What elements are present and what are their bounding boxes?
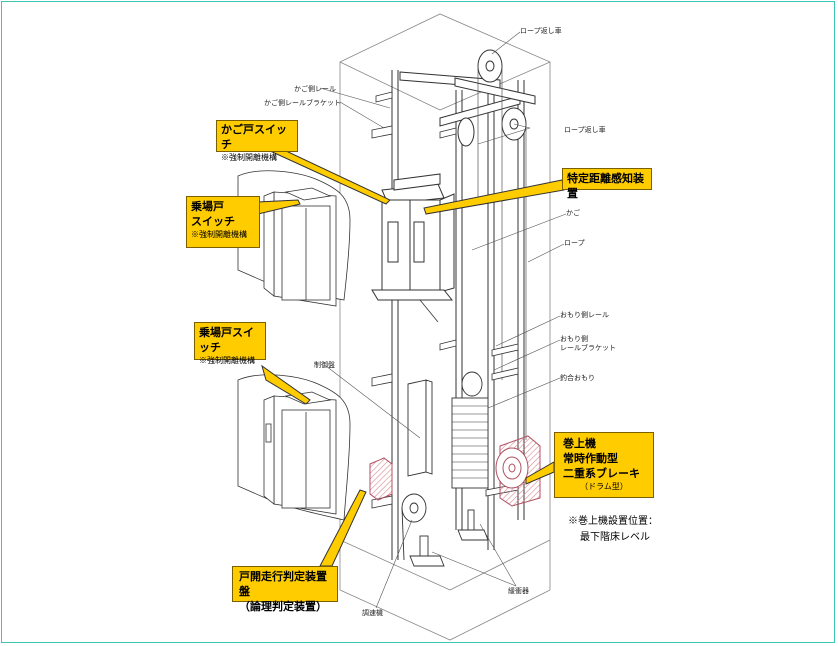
governor (401, 493, 427, 561)
specific-distance-detector-title: 特定距離感知装置 (567, 172, 644, 200)
note-line1: ※巻上機設置位置： (568, 516, 658, 527)
counterweight (451, 371, 489, 489)
label-control-panel: 制御盤 (314, 361, 335, 369)
landing-door-switch-upper-sub: ※強制開離機構 (191, 229, 247, 239)
buffers (409, 509, 489, 567)
callout-hoist: 巻上機 常時作動型 二重系ブレーキ （ドラム型） (554, 432, 654, 498)
callout-landing-door-switch-lower: 乗場戸スイッチ ※強制開離機構 (194, 322, 266, 365)
control-panel (407, 379, 433, 477)
hoist-machine (495, 435, 541, 507)
label-buffer: 緩衝器 (508, 587, 529, 595)
label-rope: ロープ (564, 239, 585, 247)
landing-door-switch-lower-sub: ※強制開離機構 (199, 355, 255, 365)
rail-brackets (371, 91, 519, 509)
ropes (477, 66, 527, 440)
door-travel-panel-box (369, 457, 393, 501)
leader-lines (319, 31, 567, 609)
landing-door-switch-upper-title1: 乗場戸 (191, 200, 224, 213)
callout-specific-distance-detector: 特定距離感知装置 (562, 168, 652, 200)
hoist-line4: （ドラム型） (580, 481, 628, 491)
landing-door-switch-lower-title: 乗場戸スイッチ (199, 326, 254, 354)
hoist-line1: 巻上機 (563, 437, 596, 450)
label-car: かご (566, 209, 580, 217)
door-travel-panel-line2: （論理判定装置） (239, 599, 327, 613)
hoist-location-note: ※巻上機設置位置： 最下階床レベル (568, 514, 658, 546)
label-cw-rail: おもり側レール (560, 311, 609, 319)
hoist-line2: 常時作動型 (563, 451, 618, 465)
callout-car-door-switch: かご戸スイッチ ※強制開離機構 (216, 120, 298, 162)
label-rope-sheave-top: ロープ返し車 (520, 27, 562, 35)
label-car-rail-bracket: かご側レールブラケット (264, 99, 341, 107)
label-cw-rail-bracket1: おもり側 (560, 335, 588, 343)
door-travel-panel-line1: 戸開走行判定装置盤 (239, 570, 327, 598)
label-car-rail: かご側レール (294, 85, 336, 93)
label-governor: 調速機 (362, 609, 383, 617)
note-line2: 最下階床レベル (580, 532, 650, 543)
label-counterweight: 釣合おもり (560, 374, 595, 382)
hoist-line3: 二重系ブレーキ (563, 466, 640, 480)
upper-landing (237, 170, 351, 307)
car-door-switch-sub: ※強制開離機構 (221, 152, 277, 162)
landing-door-switch-upper-title2: スイッチ (191, 214, 235, 228)
label-cw-rail-bracket2: レールブラケット (560, 344, 616, 352)
callout-door-travel-panel: 戸開走行判定装置盤 （論理判定装置） (232, 566, 338, 613)
callout-landing-door-switch-upper: 乗場戸 スイッチ ※強制開離機構 (186, 196, 260, 248)
label-rope-sheave-mid: ロープ返し車 (564, 126, 606, 134)
elevator-car (371, 173, 455, 323)
top-beams (399, 71, 536, 127)
car-door-switch-title: かご戸スイッチ (221, 123, 287, 151)
